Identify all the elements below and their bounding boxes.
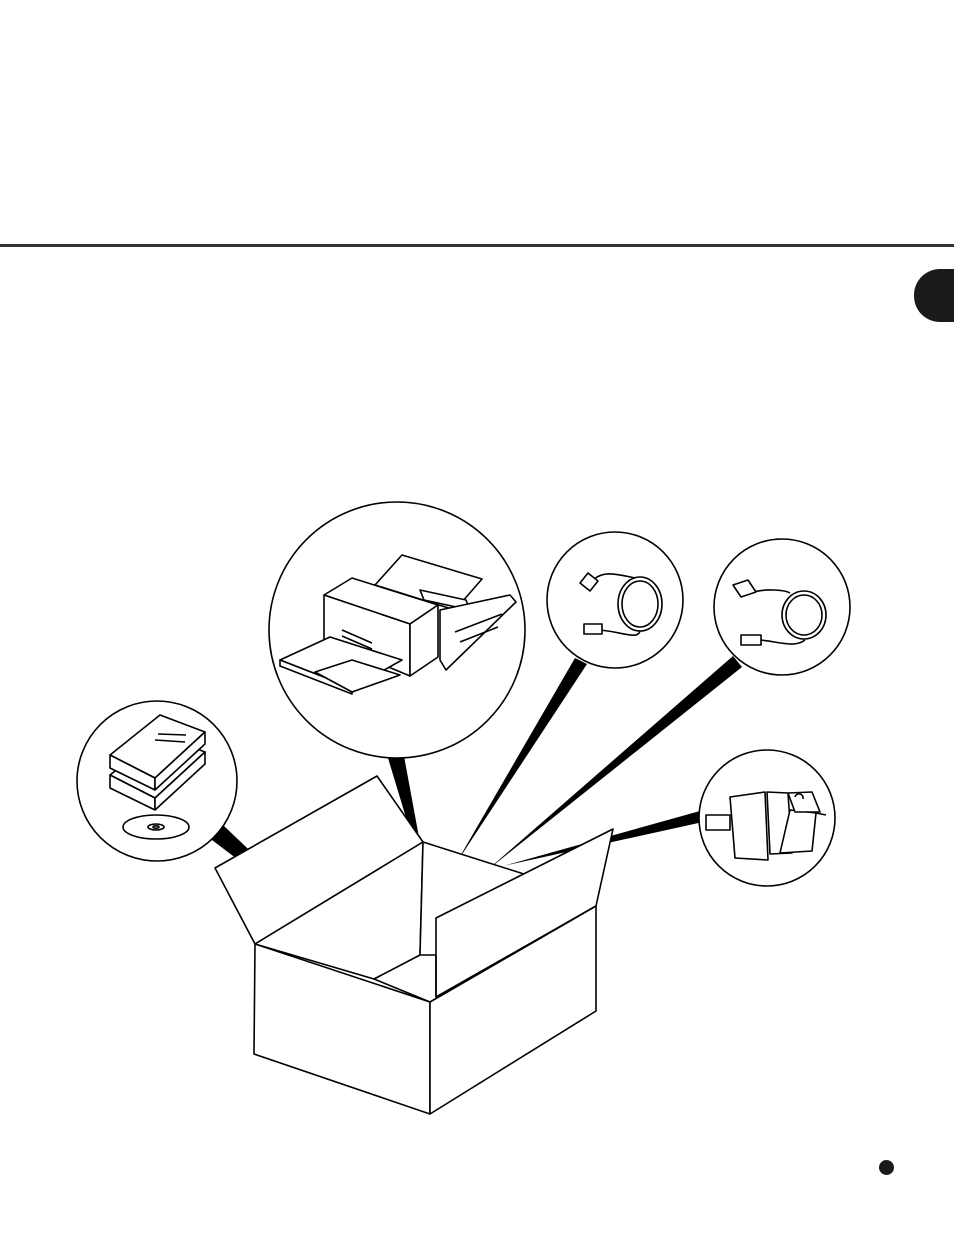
cable-icon [714, 539, 850, 675]
book-and-disc-icon [77, 701, 237, 861]
cable-icon [547, 532, 683, 668]
roller-icon [699, 750, 835, 886]
scanner-icon [269, 502, 525, 758]
